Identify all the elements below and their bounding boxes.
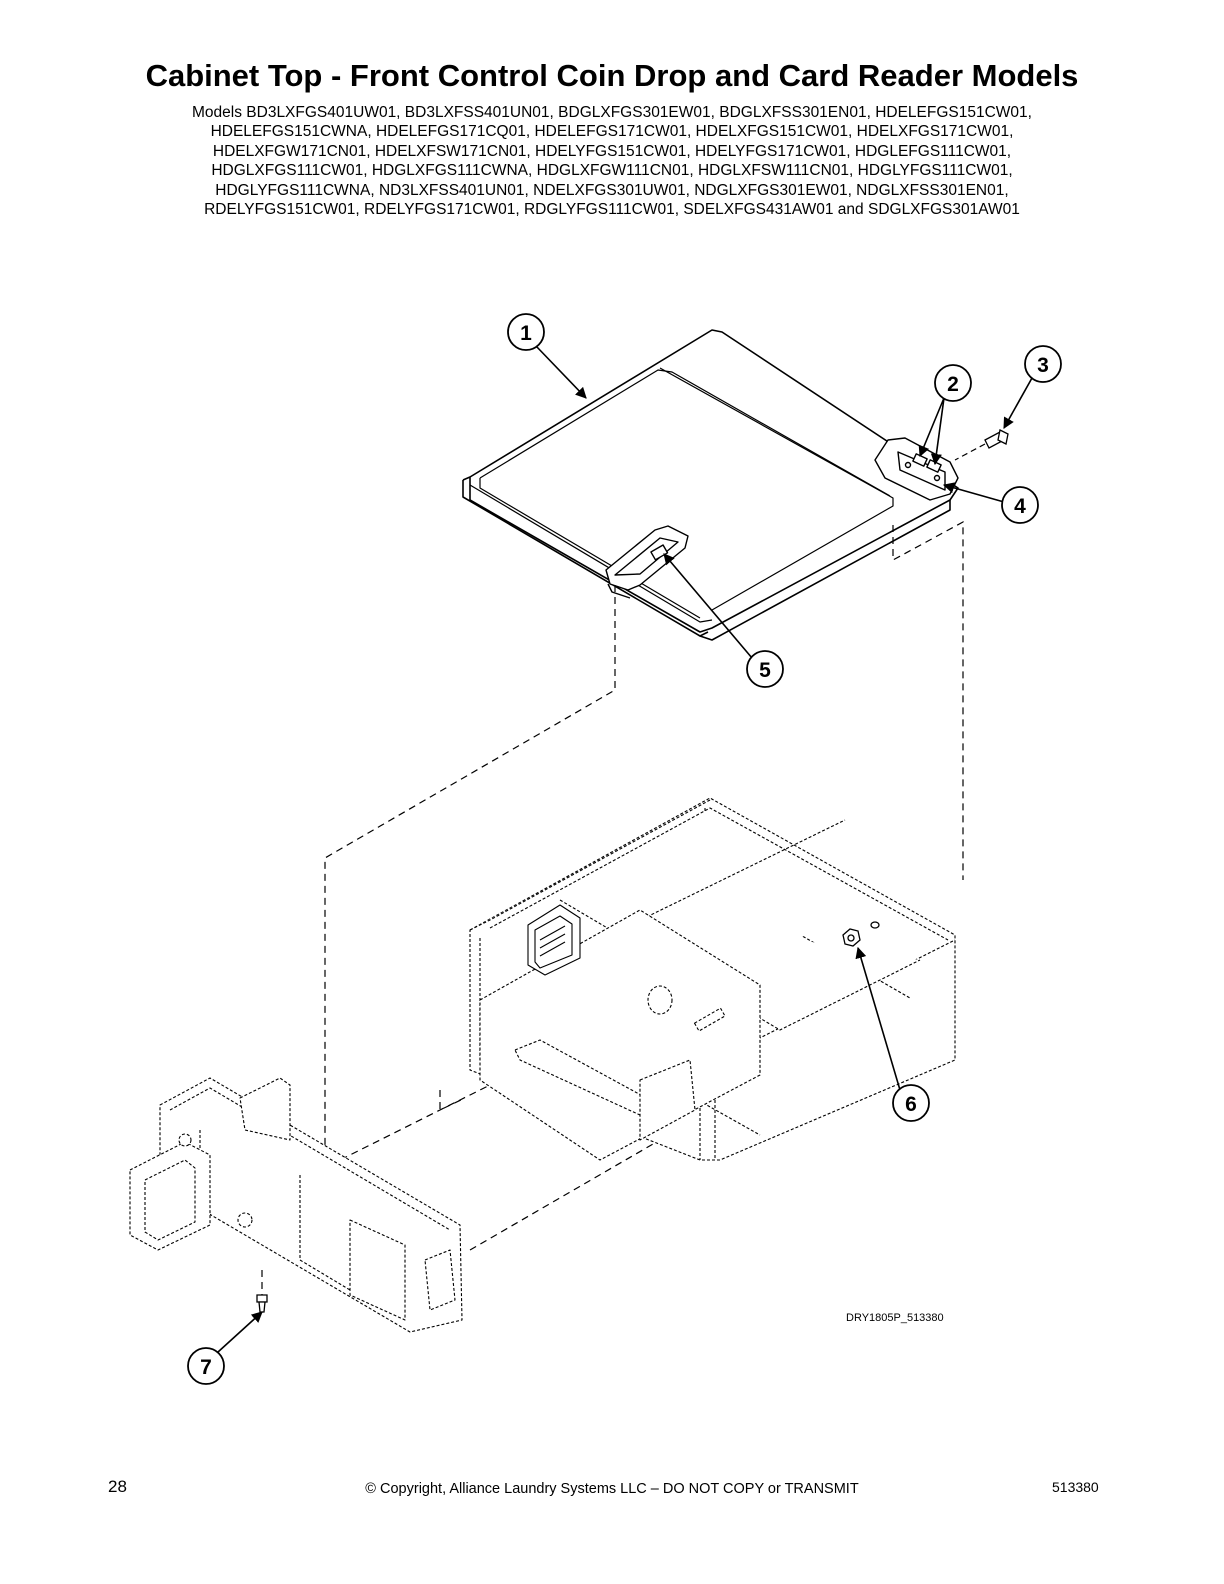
model-line: Models BD3LXFGS401UW01, BD3LXFSS401UN01,… [192, 104, 1032, 121]
copyright-notice: © Copyright, Alliance Laundry Systems LL… [365, 1481, 859, 1497]
callout-6: 6 [892, 1084, 930, 1122]
control-module [527, 904, 581, 976]
front-bracket [605, 525, 689, 599]
callout-3: 3 [1024, 345, 1062, 383]
callout-7: 7 [187, 1347, 225, 1385]
front-control-frame [129, 1077, 463, 1333]
mounting-screw [256, 1294, 268, 1313]
cabinet-base-frame [469, 797, 956, 1161]
callout-number: 7 [200, 1356, 212, 1379]
model-list: Models BD3LXFGS401UW01, BD3LXFSS401UN01,… [100, 103, 1124, 219]
callout-number: 5 [759, 659, 771, 682]
model-line: RDELYFGS151CW01, RDELYFGS171CW01, RDGLYF… [204, 201, 1020, 219]
callout-number: 1 [520, 322, 532, 345]
screw-fastener [984, 429, 1009, 449]
hex-nut [842, 921, 880, 947]
model-line: HDELEFGS151CWNA, HDELEFGS171CQ01, HDELEF… [210, 123, 1014, 141]
model-line: HDGLXFGS111CW01, HDGLXFGS111CWNA, HDGLXF… [211, 162, 1013, 180]
callout-5: 5 [746, 650, 784, 688]
callout-2: 2 [934, 364, 972, 402]
callout-number: 6 [905, 1093, 917, 1116]
model-line: HDGLYFGS111CWNA, ND3LXFSS401UN01, NDELXF… [215, 181, 1009, 199]
leader-lines [217, 345, 1033, 1353]
document-number: 513380 [1052, 1479, 1099, 1495]
callout-number: 4 [1014, 495, 1026, 518]
cabinet-top-panel [462, 329, 959, 641]
drawing-id: DRY1805P_513380 [846, 1312, 944, 1324]
callout-number: 3 [1037, 354, 1049, 377]
page-number: 28 [108, 1477, 127, 1496]
callout-4: 4 [1001, 486, 1039, 524]
page-title: Cabinet Top - Front Control Coin Drop an… [145, 58, 1079, 93]
model-line: HDELXFGW171CN01, HDELXFSW171CN01, HDELYF… [212, 142, 1012, 160]
callout-number: 2 [947, 373, 959, 396]
callout-1: 1 [507, 313, 545, 351]
